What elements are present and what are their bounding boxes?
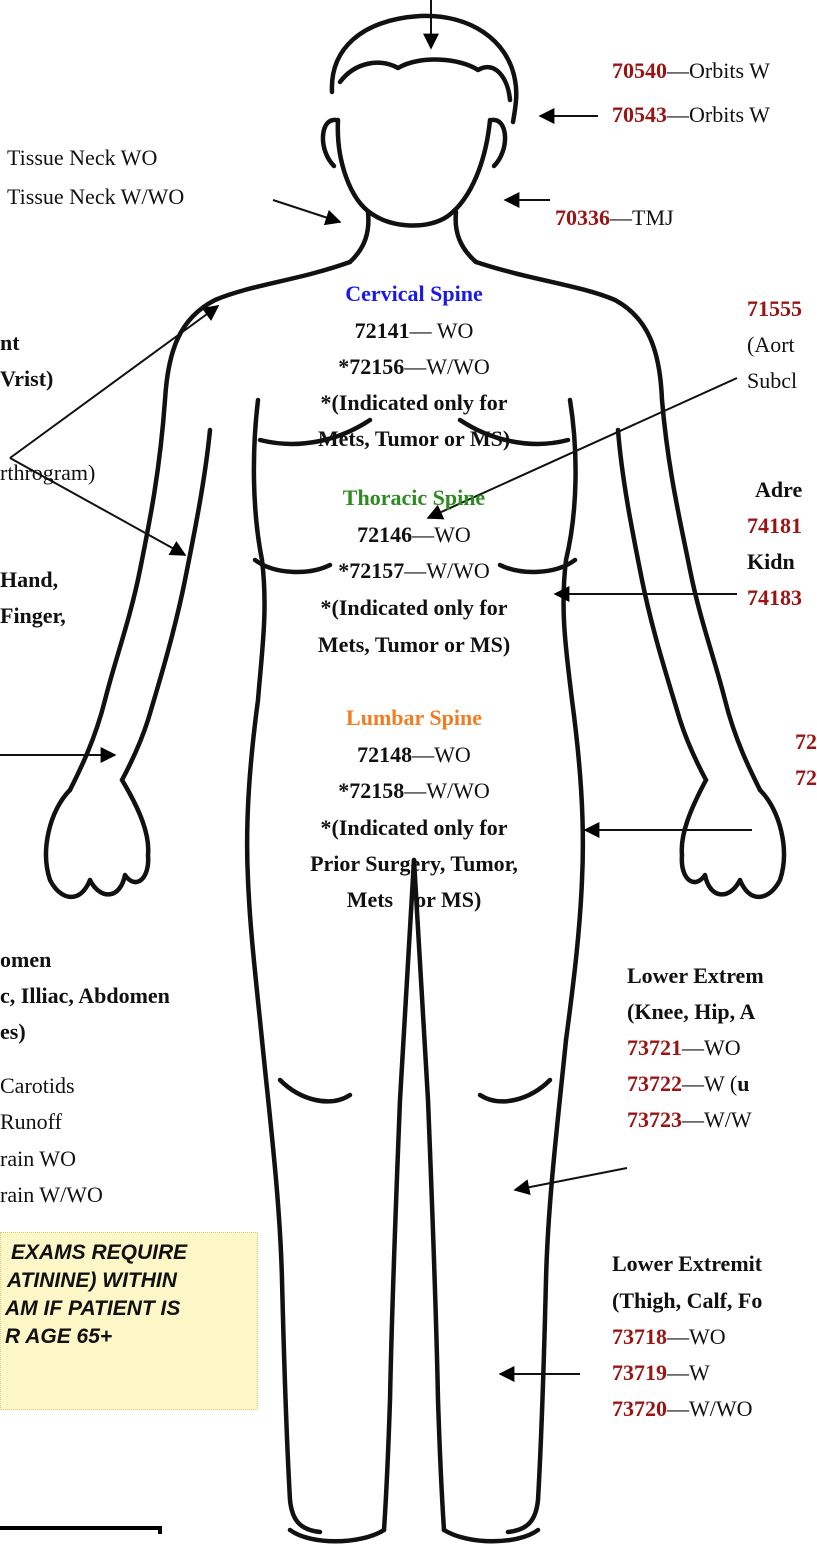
lumbar-line1: 72148—WO <box>314 742 514 768</box>
orbits-wo-label: 70540—Orbits W <box>612 58 770 84</box>
abdomen-title: omen <box>0 947 51 973</box>
lower-joint-row-2: 73722—W (u <box>627 1071 749 1097</box>
upper-joint-title: nt <box>0 330 20 356</box>
separator: — <box>667 58 689 83</box>
separator: — <box>610 205 632 230</box>
carotids-label: Carotids <box>0 1073 75 1099</box>
cervical-note-1: *(Indicated only for <box>264 390 564 416</box>
soft-tissue-neck-wwo: Tissue Neck W/WO <box>7 184 184 210</box>
kidney-code: 74183 <box>747 585 802 611</box>
lower-joint-row-1: 73721—WO <box>627 1035 741 1061</box>
cervical-line2: *72156—W/WO <box>314 354 514 380</box>
lower-ext-sub: (Thigh, Calf, Fo <box>612 1288 762 1314</box>
kidney-title: Kidn <box>747 549 795 575</box>
adrenal-code: 74181 <box>747 513 802 539</box>
orbits-w-label: 70543—Orbits W <box>612 102 770 128</box>
cervical-spine-title: Cervical Spine <box>314 281 514 307</box>
notice-line-2: ATININE) WITHIN <box>7 1267 258 1295</box>
cervical-note-2: Mets, Tumor or MS) <box>264 426 564 452</box>
thoracic-note-1: *(Indicated only for <box>264 595 564 621</box>
thoracic-line2: *72157—W/WO <box>314 558 514 584</box>
tmj-text: TMJ <box>632 205 674 230</box>
lumbar-line2: *72158—W/WO <box>314 778 514 804</box>
finger-label: Finger, <box>0 603 66 629</box>
chest-code: 71555 <box>747 296 802 322</box>
lower-ext-row-2: 73719—W <box>612 1360 710 1386</box>
bottom-border-line <box>0 1526 162 1534</box>
lower-ext-row-1: 73718—WO <box>612 1324 726 1350</box>
lumbar-note-1: *(Indicated only for <box>264 815 564 841</box>
tmj-code: 70336 <box>555 205 610 230</box>
chest-line-1: (Aort <box>747 332 795 358</box>
lower-joint-title: Lower Extrem <box>627 963 764 989</box>
notice-line-4: R AGE 65+ <box>5 1323 258 1351</box>
orbits-w-text: Orbits W <box>689 102 770 127</box>
lower-ext-row-3: 73720—W/WO <box>612 1396 753 1422</box>
orbits-w-code: 70543 <box>612 102 667 127</box>
upper-joint-sub: Vrist) <box>0 366 53 392</box>
lower-ext-title: Lower Extremit <box>612 1251 762 1277</box>
separator: — <box>667 102 689 127</box>
lumbar-spine-title: Lumbar Spine <box>314 705 514 731</box>
orbits-wo-code: 70540 <box>612 58 667 83</box>
abdomen-line: c, Illiac, Abdomen <box>0 983 170 1009</box>
soft-tissue-neck-wo: Tissue Neck WO <box>7 145 157 171</box>
orbits-wo-text: Orbits W <box>689 58 770 83</box>
lower-joint-row-3: 73723—W/W <box>627 1107 752 1133</box>
tmj-label: 70336—TMJ <box>555 205 674 231</box>
lower-joint-sub: (Knee, Hip, A <box>627 999 755 1025</box>
brain-wwo-label: rain W/WO <box>0 1182 103 1208</box>
thoracic-spine-title: Thoracic Spine <box>314 485 514 511</box>
brain-wo-label: rain WO <box>0 1146 76 1172</box>
lumbar-note-3: Mets or MS) <box>264 887 564 913</box>
arthrogram-label: rthrogram) <box>0 460 95 486</box>
pelvis-code-1: 72 <box>795 729 817 755</box>
abdomen-line-2: es) <box>0 1019 26 1045</box>
hand-label: Hand, <box>0 567 58 593</box>
notice-line-3: AM IF PATIENT IS <box>5 1295 258 1323</box>
thoracic-line1: 72146—WO <box>314 522 514 548</box>
cervical-line1: 72141— WO <box>314 318 514 344</box>
creatinine-notice-box: EXAMS REQUIRE ATININE) WITHIN AM IF PATI… <box>0 1232 258 1410</box>
runoff-label: Runoff <box>0 1109 62 1135</box>
thoracic-note-2: Mets, Tumor or MS) <box>264 632 564 658</box>
pelvis-code-2: 72 <box>795 765 817 791</box>
lumbar-note-2: Prior Surgery, Tumor, <box>254 851 574 877</box>
adrenal-title: Adre <box>755 477 802 503</box>
notice-line-1: EXAMS REQUIRE <box>11 1239 258 1267</box>
chest-line-2: Subcl <box>747 368 797 394</box>
